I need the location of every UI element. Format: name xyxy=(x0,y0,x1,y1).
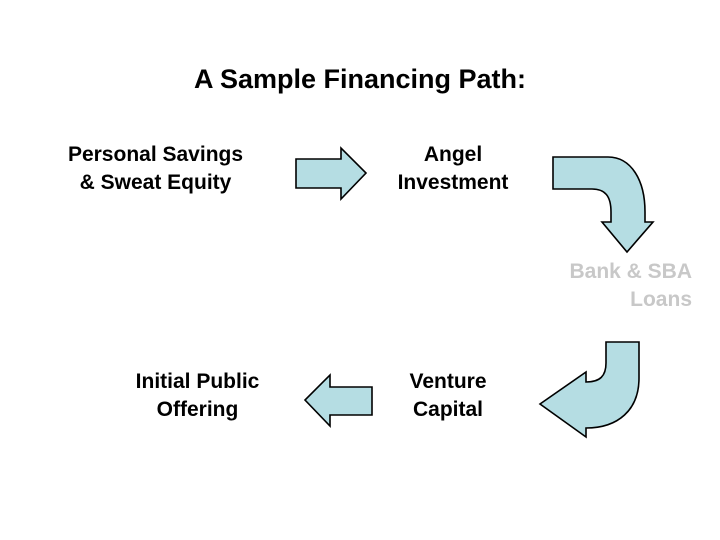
arrow-curve-left-icon xyxy=(538,341,640,439)
node-bank-loans: Bank & SBA Loans xyxy=(569,260,692,311)
arrow-left-icon xyxy=(303,373,373,428)
node-venture-capital: Venture Capital xyxy=(409,370,487,421)
arrow-curve-down-icon xyxy=(552,156,655,254)
page-title: A Sample Financing Path: xyxy=(193,64,527,94)
node-ipo: Initial Public Offering xyxy=(135,370,260,421)
node-angel-investment: Angel Investment xyxy=(397,143,509,194)
arrow-right-icon xyxy=(295,146,368,201)
node-personal-savings: Personal Savings & Sweat Equity xyxy=(67,143,244,194)
